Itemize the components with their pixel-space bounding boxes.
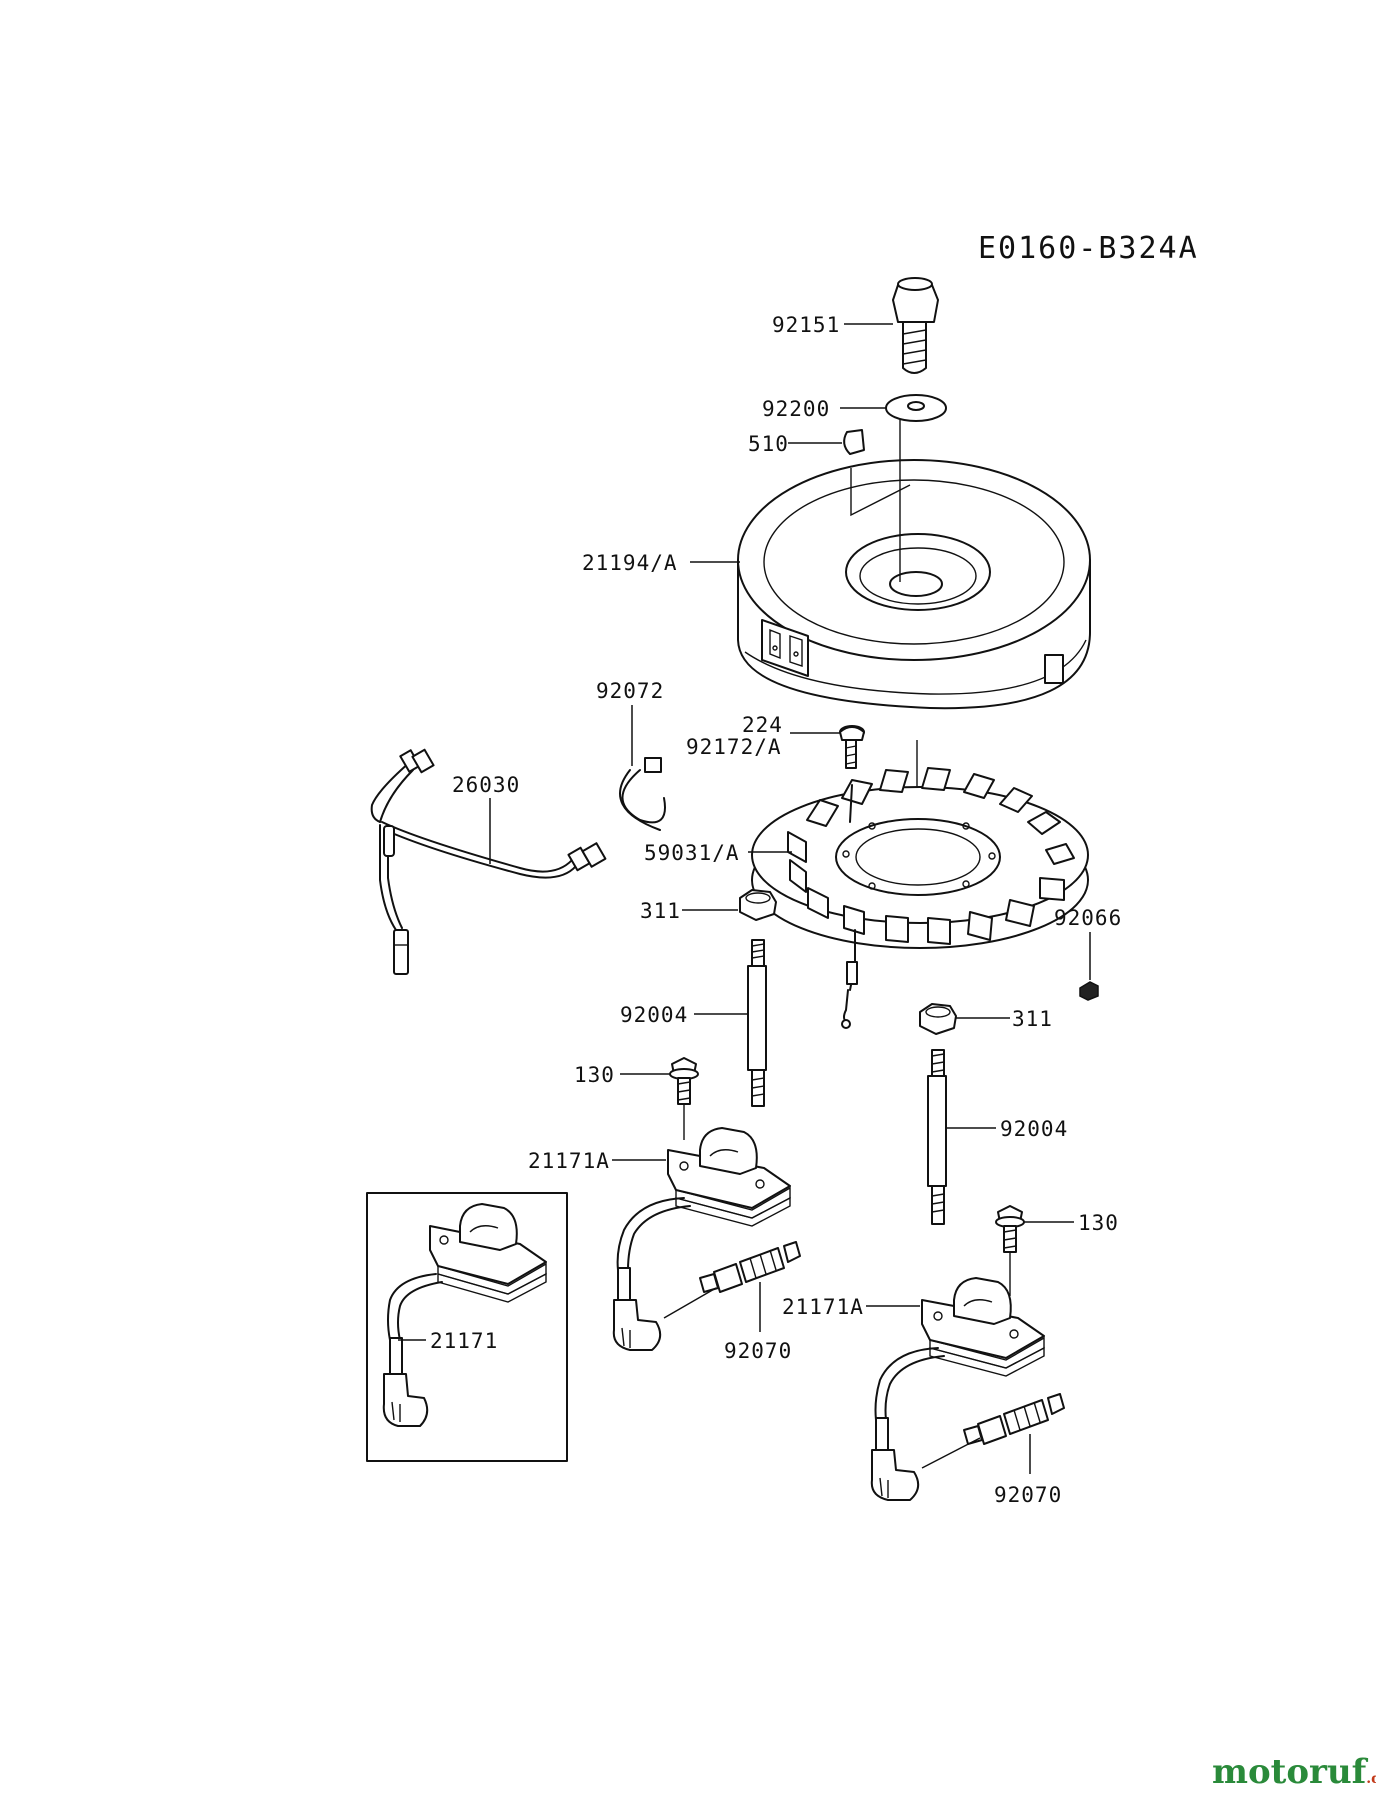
watermark-tld: .de: [1366, 1771, 1376, 1787]
motoruf-watermark-logo: motoruf.de: [1212, 1752, 1376, 1792]
callout-59031a: 59031/A: [644, 841, 740, 865]
callout-92200: 92200: [762, 397, 830, 421]
screw-92172a: [839, 725, 865, 769]
nut-92066: [1079, 981, 1099, 1001]
watermark-brand: motoruf: [1212, 1752, 1367, 1792]
callout-92004-right: 92004: [1000, 1117, 1068, 1141]
bolt-130-left: [669, 1057, 699, 1105]
callout-21194a: 21194/A: [582, 551, 678, 575]
callout-92070-left: 92070: [724, 1339, 792, 1363]
washer-92200: [885, 394, 947, 422]
callout-92004-left: 92004: [620, 1003, 688, 1027]
callout-21171a-right: 21171A: [782, 1295, 864, 1319]
callout-92070-right: 92070: [994, 1483, 1062, 1507]
stator-59031a: [751, 767, 1089, 1029]
callout-21171a-left: 21171A: [528, 1149, 610, 1173]
key-alignment-line: [850, 468, 911, 517]
nut-311-right: [919, 1003, 957, 1035]
cable-grommet-92072: [619, 757, 666, 831]
callout-26030: 26030: [452, 773, 520, 797]
callout-21171: 21171: [430, 1329, 498, 1353]
flywheel-21194a: [737, 459, 1091, 710]
ignition-coil-21171-inset: [382, 1203, 547, 1427]
diagram-code: E0160-B324A: [978, 231, 1199, 266]
ignition-coil-21171a-left: [612, 1127, 791, 1351]
callout-92172a: 92172/A: [686, 735, 782, 759]
spark-plug-92070-right: [963, 1393, 1065, 1445]
stud-92004-right: [927, 1049, 947, 1225]
callout-510: 510: [748, 432, 789, 456]
callout-130-right: 130: [1078, 1211, 1119, 1235]
wire-harness-26030: [370, 748, 607, 975]
callout-311-left: 311: [640, 899, 681, 923]
callout-92151: 92151: [772, 313, 840, 337]
callout-92066: 92066: [1054, 906, 1122, 930]
spark-plug-92070-left: [699, 1241, 801, 1293]
ignition-coil-21171a-right: [870, 1277, 1045, 1501]
nut-311-left: [739, 889, 777, 921]
callout-311-right: 311: [1012, 1007, 1053, 1031]
stud-92004-left: [747, 939, 767, 1107]
inset-frame: [366, 1192, 568, 1462]
woodruff-key-510: [843, 429, 865, 455]
bolt-130-right: [995, 1205, 1025, 1253]
callout-130-left: 130: [574, 1063, 615, 1087]
bolt-92151: [892, 277, 939, 374]
callout-92072: 92072: [596, 679, 664, 703]
callout-224: 224: [742, 713, 783, 737]
